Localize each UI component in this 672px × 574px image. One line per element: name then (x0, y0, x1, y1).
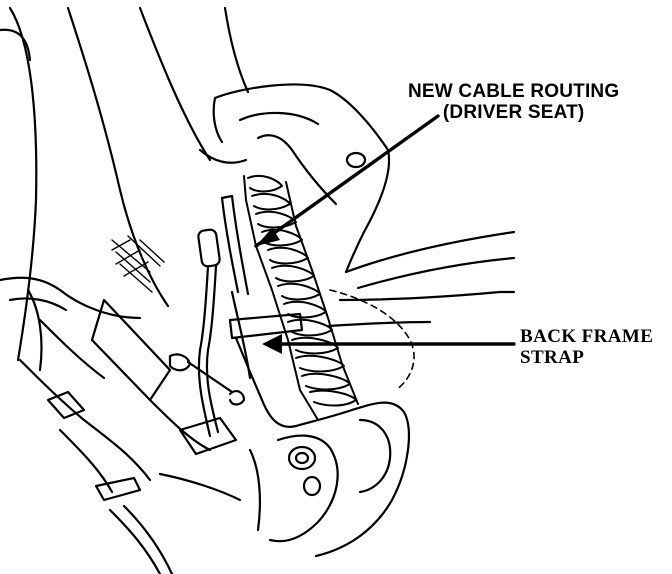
hidden-outline (329, 289, 415, 391)
cable-routing-callout: NEW CABLE ROUTING (DRIVER SEAT) (408, 81, 620, 123)
recliner-cover (198, 83, 391, 274)
cable-routing-label-line1: NEW CABLE ROUTING (408, 81, 620, 102)
cable-routing-label-line2: (DRIVER SEAT) (442, 101, 585, 123)
mounting-bolt (168, 353, 246, 406)
seat-frame-left (0, 276, 242, 574)
back-frame-strap-arrowhead (262, 334, 282, 354)
cable-routing-arrowhead (256, 228, 280, 246)
spring-guide-rod (220, 194, 250, 296)
recliner-bracket (248, 398, 410, 558)
seat-back-outline (0, 6, 250, 362)
back-frame-strap-label-line2: STRAP (520, 346, 585, 368)
fabric-trim (111, 235, 165, 293)
back-frame-strap-callout: BACK FRAME STRAP (520, 326, 654, 368)
seat-cushion-rails (326, 230, 516, 328)
back-frame-strap (228, 312, 304, 402)
cable-routing-leader (254, 114, 440, 248)
coil-spring (243, 174, 359, 421)
back-frame-strap-label-line1: BACK FRAME (520, 326, 654, 347)
